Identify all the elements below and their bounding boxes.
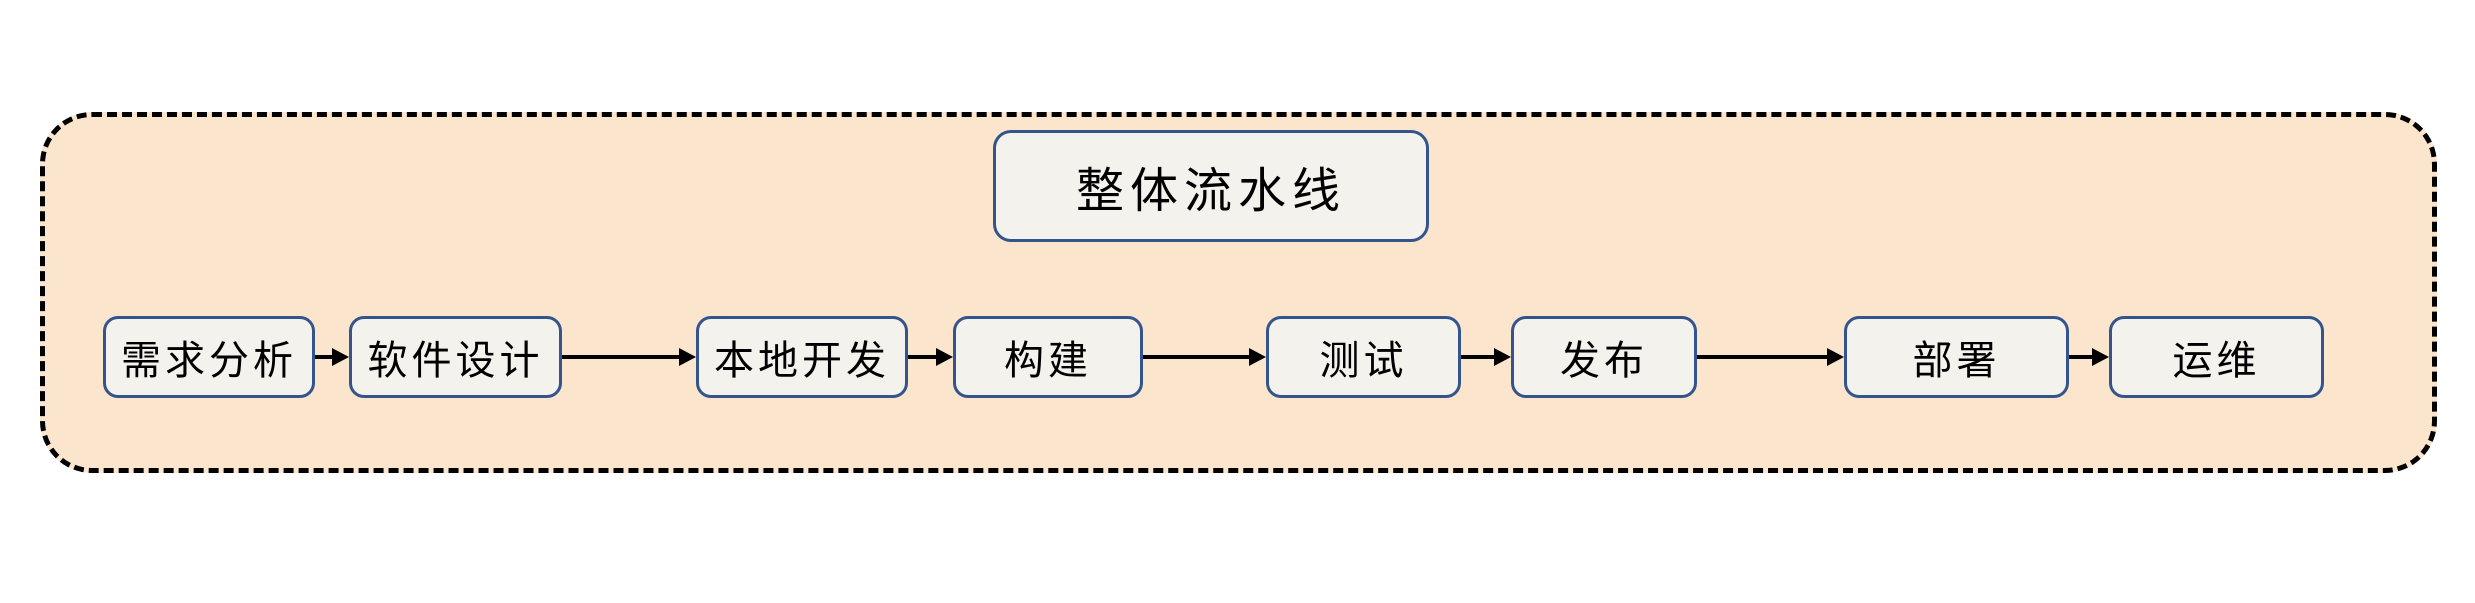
flow-node-software-design: 软件设计 bbox=[349, 316, 562, 398]
flow-node-label: 软件设计 bbox=[367, 338, 544, 384]
flow-node-label: 构建 bbox=[1004, 338, 1092, 384]
flow-node-label: 部署 bbox=[1912, 338, 2001, 384]
flow-node-requirements-analysis: 需求分析 bbox=[103, 316, 315, 398]
flow-node-label: 本地开发 bbox=[714, 338, 890, 384]
flow-node-label: 发布 bbox=[1560, 338, 1648, 384]
pipeline-title: 整体流水线 bbox=[1075, 163, 1346, 219]
flow-node-label: 测试 bbox=[1319, 338, 1408, 384]
arrow-right-icon bbox=[562, 348, 696, 366]
arrow-right-icon bbox=[1143, 348, 1266, 366]
pipeline-title-box: 整体流水线 bbox=[993, 130, 1429, 242]
pipeline-flow: 需求分析 软件设计 本地开发 构建 测试 发布 bbox=[103, 316, 2324, 398]
arrow-right-icon bbox=[908, 348, 953, 366]
flow-node-local-development: 本地开发 bbox=[696, 316, 908, 398]
pipeline-container: 整体流水线 需求分析 软件设计 本地开发 构建 测试 bbox=[40, 112, 2437, 473]
flow-node-release: 发布 bbox=[1511, 316, 1697, 398]
arrow-right-icon bbox=[315, 348, 349, 366]
arrow-right-icon bbox=[1461, 348, 1511, 366]
flow-node-label: 需求分析 bbox=[121, 338, 297, 384]
arrow-right-icon bbox=[2069, 348, 2109, 366]
flow-node-test: 测试 bbox=[1266, 316, 1461, 398]
arrow-right-icon bbox=[1697, 348, 1844, 366]
flow-node-label: 运维 bbox=[2172, 338, 2261, 384]
flow-node-build: 构建 bbox=[953, 316, 1143, 398]
flow-node-deploy: 部署 bbox=[1844, 316, 2069, 398]
flow-node-operations: 运维 bbox=[2109, 316, 2324, 398]
